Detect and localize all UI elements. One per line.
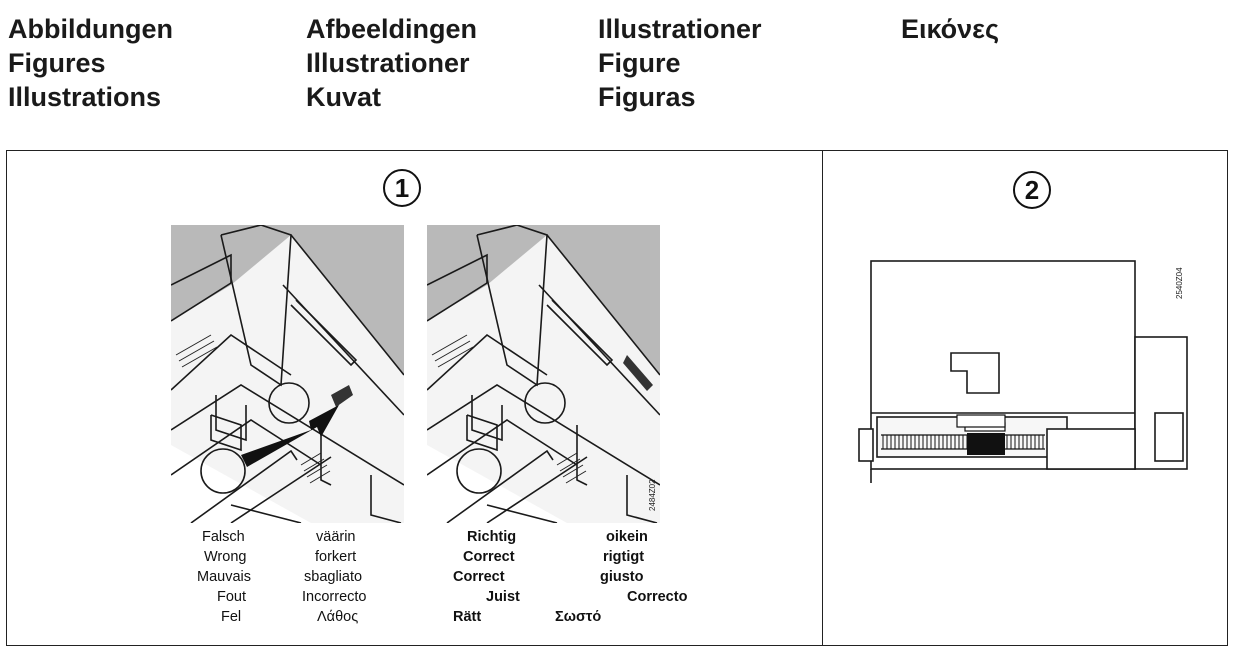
correct-mounting-illustration [427,225,660,523]
caption-wrong-es: Incorrecto [302,589,367,605]
caption-wrong-sv: Fel [221,609,242,625]
header-word: Εικόνες [901,14,1000,44]
figure-code-1: 2484Z02 [648,479,657,511]
header-word: Figure [598,48,681,78]
header-col-3: Illustrationer Figure Figuras [598,12,762,114]
header-word: Abbildungen [8,14,173,44]
figure-number-1: 1 [383,169,421,207]
header-word: Kuvat [306,82,382,112]
caption-correct-da: rigtigt [603,549,645,565]
caption-wrong-fr: Mauvais [197,569,251,585]
wrong-mounting-illustration [171,225,404,523]
header-word: Afbeeldingen [306,14,478,44]
caption-correct-it: giusto [600,569,644,585]
caption-wrong-da: forkert [315,549,357,565]
caption-correct-nl: Juist [486,589,520,605]
caption-correct-el: Σωστό [555,609,602,625]
header-col-4: Εικόνες [901,12,999,46]
caption-correct-en: Correct [463,549,515,565]
caption-wrong-fi: väärin [316,529,356,545]
caption-correct-fr: Correct [453,569,505,585]
header-col-2: Afbeeldingen Illustrationer Kuvat [306,12,477,114]
caption-wrong-el: Λάθος [317,609,359,625]
caption-wrong-nl: Fout [217,589,247,605]
caption-wrong-en: Wrong [204,549,247,565]
header-col-1: Abbildungen Figures Illustrations [8,12,173,114]
header-word: Illustrations [8,82,162,112]
figure-panel-1: 1 [6,150,823,646]
device-side-view-illustration [858,260,1188,483]
caption-correct-de: Richtig [467,529,517,545]
figure-code-2: 2540Z04 [1175,267,1184,299]
header-word: Illustrationer [598,14,762,44]
caption-correct-fi: oikein [606,529,648,545]
caption-wrong-it: sbagliato [304,569,363,585]
figure-panel-2: 2 2540Z04 [822,150,1228,646]
header-word: Illustrationer [306,48,470,78]
header-word: Figures [8,48,106,78]
caption-correct-es: Correcto [627,589,688,605]
caption-correct-sv: Rätt [453,609,482,625]
header-word: Figuras [598,82,696,112]
caption-wrong-de: Falsch [202,529,245,545]
figure-number-2: 2 [1013,171,1051,209]
